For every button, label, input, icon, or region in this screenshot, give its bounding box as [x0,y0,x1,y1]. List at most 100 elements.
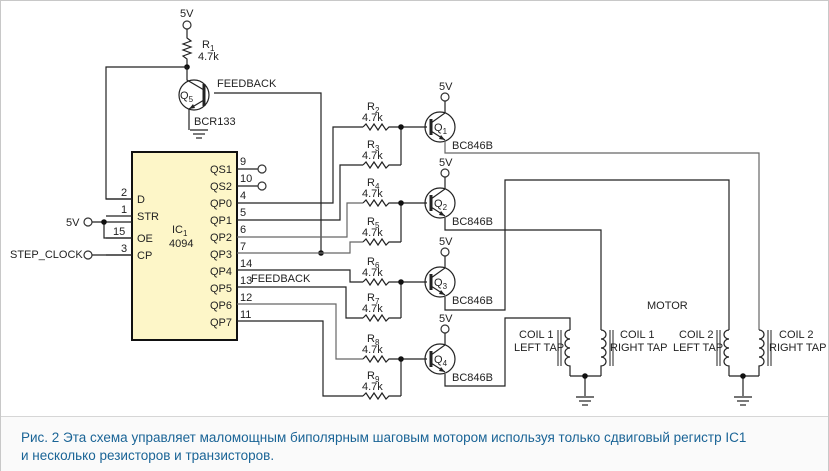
svg-text:4.7k: 4.7k [362,344,383,356]
svg-text:4.7k: 4.7k [362,112,383,124]
resistor-icon [362,160,401,170]
pin-label-qp4: QP4 [210,266,232,278]
ic-4094 [131,151,238,341]
svg-text:COIL 2: COIL 2 [779,329,813,341]
pin-number: 2 [121,187,127,199]
step-clock-terminal[interactable] [83,250,93,260]
ic-right-pins: QS19QS210QP04QP15QP26QP37QP414QP513QP612… [210,156,252,329]
pin-number: 13 [240,275,252,287]
motor-coils [557,329,772,406]
svg-text:5V: 5V [439,313,453,325]
ground-icon [189,129,209,139]
svg-text:R5: R5 [367,216,380,230]
coil-2-right [758,329,772,376]
svg-text:R7: R7 [367,292,380,306]
resistor-r8: R84.7k [362,333,401,364]
svg-text:4.7k: 4.7k [362,150,383,162]
svg-text:LEFT TAP: LEFT TAP [514,342,564,354]
pin-number: 15 [113,226,125,238]
resistor-array: R24.7kR34.7kR44.7kR54.7kR64.7kR74.7kR84.… [362,101,427,401]
coil-2-left [716,329,730,376]
ground-icon [733,396,753,406]
svg-text:4.7k: 4.7k [362,227,383,239]
pin-number: 7 [240,241,246,253]
resistor-r5: R54.7k [362,216,401,247]
svg-text:Q3: Q3 [434,277,448,291]
pin-number: 9 [240,156,246,168]
caption-box: Рис. 2 Эта схема управляет маломощным би… [1,416,828,471]
pin-label-qp5: QP5 [210,283,232,295]
svg-text:Q5: Q5 [180,90,194,104]
pin-number: 6 [240,224,246,236]
pin-label-qp7: QP7 [210,317,232,329]
transistor-part: BC846B [452,372,493,384]
svg-text:R4: R4 [367,177,380,191]
terminal-icon [182,20,192,30]
pin-label-qp6: QP6 [210,300,232,312]
pin-number: 12 [240,292,252,304]
qp3-feedback-label: FEEDBACK [251,273,311,285]
feedback-label: FEEDBACK [217,78,277,90]
svg-text:RIGHT TAP: RIGHT TAP [769,342,826,354]
transistor-icon [424,111,456,143]
supply-input-terminal[interactable] [83,217,93,227]
pin-number: 3 [121,243,127,255]
svg-text:R6: R6 [367,256,380,270]
pin-label-qs2: QS2 [210,181,232,193]
step-clock-label: STEP_CLOCK [10,249,83,261]
svg-text:4.7k: 4.7k [362,188,383,200]
ic-name: IC1 [172,224,188,238]
resistor-icon [362,122,401,132]
pin-label-qp1: QP1 [210,215,232,227]
transistor-icon [424,343,456,375]
pin-number: 4 [240,190,246,202]
svg-text:R3: R3 [367,139,380,153]
resistor-r4: R44.7k [362,177,401,208]
transistor-part: BC846B [452,216,493,228]
resistor-r9: R94.7k [362,370,401,401]
resistor-r6: R64.7k [362,256,401,287]
inductor-icon [600,329,607,376]
coil-1-left [557,329,571,376]
supply-terminal [440,92,450,102]
pin-number: 5 [240,207,246,219]
pin-label-oe: OE [137,233,153,245]
q5-part: BCR133 [194,116,236,128]
transistor-icon [424,187,456,219]
svg-text:RIGHT TAP: RIGHT TAP [610,342,667,354]
svg-text:R9: R9 [367,370,380,384]
supply-terminal-top: 5V [180,8,194,30]
resistor-r7: R74.7k [362,292,401,323]
r1-label: R1 [202,39,215,53]
svg-text:4.7k: 4.7k [362,267,383,279]
inductor-icon [758,329,765,376]
pin-label-qp0: QP0 [210,198,232,210]
svg-text:R8: R8 [367,333,380,347]
pin-label-qp3: QP3 [210,249,232,261]
pin-number: 11 [240,309,251,321]
resistor-icon [362,313,401,323]
svg-text:LEFT TAP: LEFT TAP [673,342,723,354]
caption-line-2: и несколько резисторов и транзисторов. [21,448,275,463]
svg-text:5V: 5V [439,81,453,93]
svg-text:R2: R2 [367,101,380,115]
resistor-icon [362,198,401,208]
resistor-r2: R24.7k [362,101,401,132]
svg-text:COIL 1: COIL 1 [620,329,654,341]
svg-text:Q1: Q1 [434,122,448,136]
supply-terminal [440,247,450,257]
pin-label-qs1: QS1 [210,164,232,176]
resistor-r3: R34.7k [362,139,401,170]
figure-caption: Рис. 2 Эта схема управляет маломощным би… [21,429,811,465]
inductor-icon [564,329,571,376]
supply-label: 5V [180,8,194,20]
motor-label: MOTOR [647,300,688,312]
resistor-icon [362,237,401,247]
resistor-icon [362,354,401,364]
coil-1-right [600,329,614,376]
pin-number: 14 [240,258,252,270]
ground-icon [575,396,595,406]
svg-text:4.7k: 4.7k [362,303,383,315]
